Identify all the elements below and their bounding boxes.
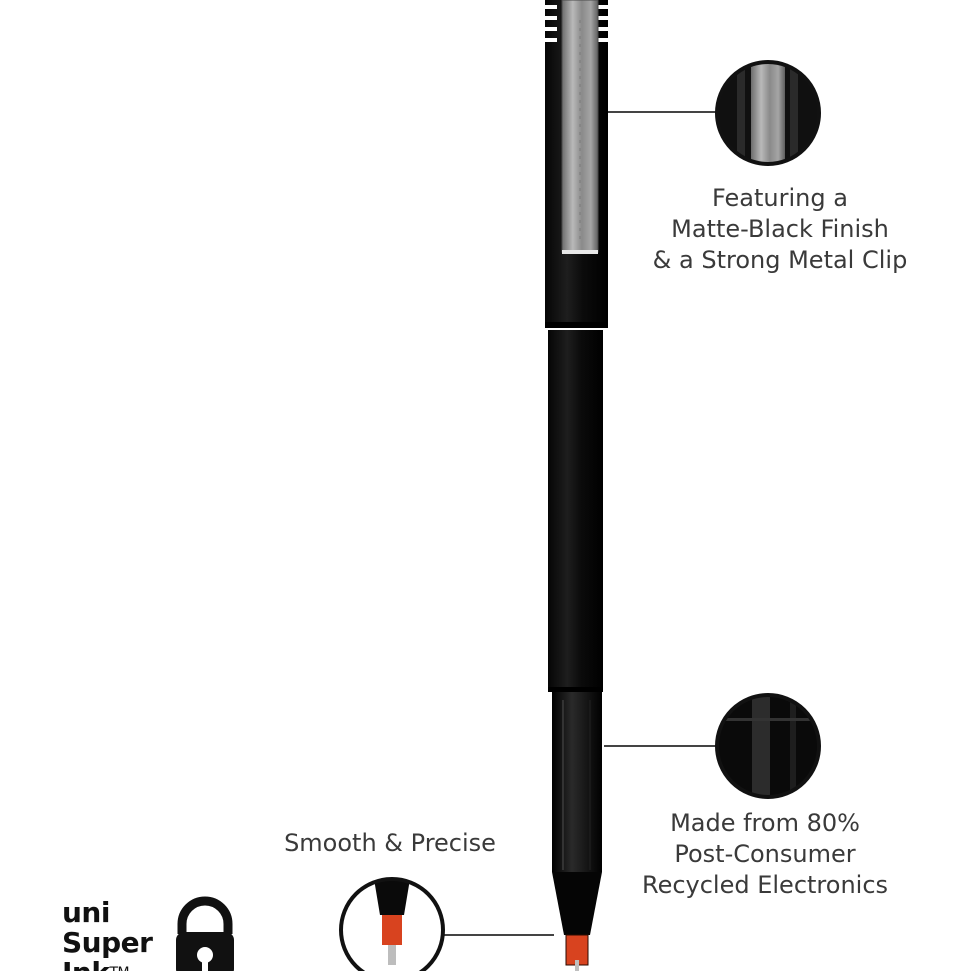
recycled-callout: Made from 80% Post-Consumer Recycled Ele… (600, 808, 930, 901)
recycled-callout-line-1: Made from 80% (670, 809, 860, 837)
lock-icon (176, 896, 234, 971)
uni-super-ink-logo: uni Super InkTM (62, 898, 172, 971)
recycled-callout-line-3: Recycled Electronics (641, 871, 889, 899)
finish-callout-line-2: Matte-Black Finish (671, 215, 889, 243)
metal-clip (561, 0, 599, 254)
finish-callout: Featuring a Matte-Black Finish & a Stron… (610, 183, 950, 276)
pen-barrel (548, 330, 603, 692)
clip-detail-circle (715, 60, 821, 166)
pen-cap (545, 0, 608, 328)
recycled-callout-line-2: Post-Consumer (674, 840, 856, 868)
logo-trademark: TM (109, 965, 129, 971)
barrel-detail-circle (715, 693, 821, 799)
finish-callout-line-3: & a Strong Metal Clip (652, 246, 908, 274)
logo-ink-text: Ink (62, 956, 110, 971)
pen-grip (552, 692, 602, 971)
logo-line-1: uni (62, 896, 110, 929)
logo-line-3: InkTM (62, 958, 172, 971)
tip-callout: Smooth & Precise (250, 828, 530, 859)
logo-line-2: Super (62, 926, 153, 959)
tip-detail-circle (339, 877, 445, 971)
tip-callout-line: Smooth & Precise (284, 829, 496, 857)
finish-callout-line-1: Featuring a (712, 184, 848, 212)
callout-connectors (443, 111, 716, 936)
